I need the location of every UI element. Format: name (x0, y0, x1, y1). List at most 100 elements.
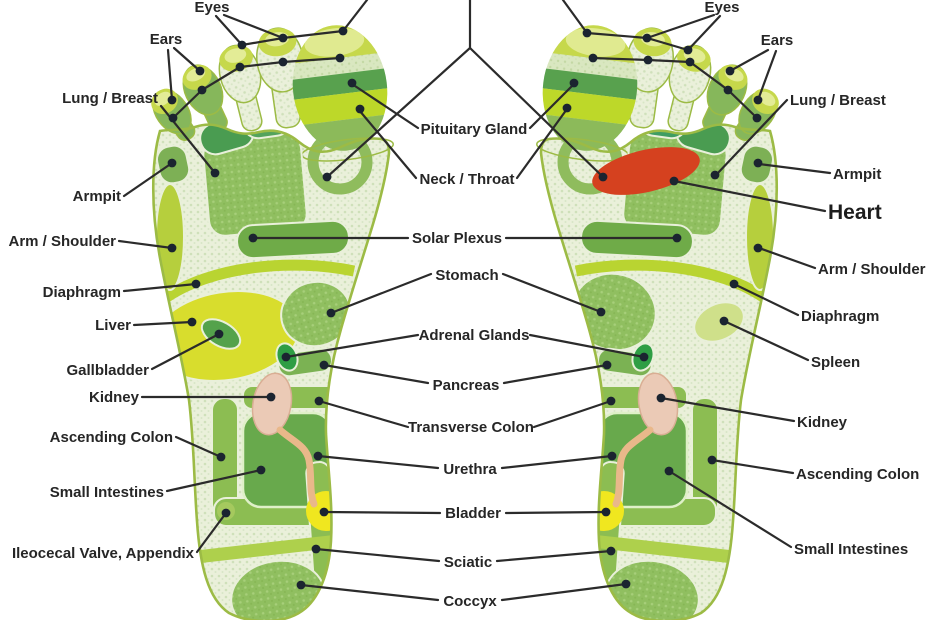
leader-line (756, 49, 778, 102)
leader-polyline (468, 46, 605, 179)
reflex-point-dot (197, 85, 207, 95)
neck-throat-band (289, 87, 395, 127)
arm-shoulder-zone-left (155, 183, 185, 291)
reflex-point-dot (602, 360, 612, 370)
leader-line (284, 333, 420, 359)
label-ears-left: Ears (150, 31, 183, 48)
left-foot-zones (153, 124, 356, 620)
reflex-point-dot (752, 113, 762, 123)
label-diaphragm-right: Diaphragm (801, 308, 879, 325)
reflex-point-dot (669, 176, 679, 186)
reflex-point-dot (664, 466, 674, 476)
reflex-point-dot (296, 580, 306, 590)
reflex-point-dot (582, 28, 592, 38)
reflex-point-dot (643, 55, 653, 65)
leader-line (299, 583, 440, 602)
leader-line (561, 0, 589, 35)
leader-line (122, 161, 174, 198)
left-foot (151, 19, 395, 620)
ureter-tube-left (276, 426, 318, 508)
reflex-point-dot (639, 352, 649, 362)
leader-line (322, 510, 442, 515)
ureter-tube-right (612, 426, 654, 508)
label-pancreas: Pancreas (433, 377, 500, 394)
leader-line (122, 282, 198, 293)
label-neck-throat: Neck / Throat (419, 171, 514, 188)
leader-lines-and-points (117, 0, 832, 602)
leader-line (667, 469, 793, 549)
leader-line (316, 454, 440, 470)
leader-line (317, 399, 410, 429)
label-pituitary-gland: Pituitary Gland (421, 121, 528, 138)
label-small-intestines-right: Small Intestines (794, 541, 908, 558)
leader-line (501, 272, 603, 314)
toe-cap-highlight (224, 48, 247, 63)
leader-line (528, 333, 646, 359)
third-toe (667, 44, 712, 132)
reflex-point-dot (672, 233, 682, 243)
reflex-point-dot (355, 104, 365, 114)
reflex-point-dot (313, 451, 323, 461)
leader-line (314, 547, 441, 563)
reflex-point-dot (167, 243, 177, 253)
label-kidney-right: Kidney (797, 414, 848, 431)
leader-line (722, 319, 810, 362)
reflex-point-dot (707, 455, 717, 465)
label-gallbladder: Gallbladder (66, 362, 149, 379)
leader-line (757, 162, 832, 175)
leader-line (714, 98, 789, 177)
reflex-point-dot (588, 53, 598, 63)
reflex-point-dot (237, 40, 247, 50)
solar-plexus-zone-left (236, 219, 350, 260)
reflex-point-dot (753, 95, 763, 105)
label-eyes-left: Eyes (194, 0, 229, 16)
leader-line (341, 0, 369, 33)
leader-line (172, 46, 202, 73)
reflex-point-dot (683, 45, 693, 55)
big-toe (285, 19, 395, 157)
leader-line (672, 179, 827, 213)
pituitary-band (286, 67, 393, 101)
spleen-zone (693, 301, 745, 343)
reflex-point-dot (281, 352, 291, 362)
label-liver: Liver (95, 317, 131, 334)
reflex-point-dot (710, 170, 720, 180)
leader-line (528, 82, 576, 130)
reflex-point-dot (216, 452, 226, 462)
label-armpit-right: Armpit (833, 166, 881, 183)
label-small-intestines-left: Small Intestines (50, 484, 164, 501)
leader-line (502, 363, 609, 385)
label-bladder: Bladder (445, 505, 501, 522)
leader-line (728, 48, 770, 73)
leader-line (117, 239, 174, 250)
reflex-point-dot (725, 66, 735, 76)
leader-line (686, 14, 722, 52)
leader-line (165, 468, 263, 493)
leader-line (710, 458, 795, 475)
label-heart: Heart (828, 201, 882, 224)
reflex-point-dot (187, 317, 197, 327)
reflex-point-dot (214, 329, 224, 339)
reflex-point-dot (753, 158, 763, 168)
toe-cap-highlight (304, 27, 365, 57)
label-ears-right: Ears (761, 32, 794, 49)
label-lung-breast-left: Lung / Breast (62, 90, 158, 107)
reflex-point-dot (167, 158, 177, 168)
reflex-point-dot (601, 507, 611, 517)
leader-line (500, 582, 628, 602)
reflex-point-dot (562, 103, 572, 113)
label-kidney-left: Kidney (89, 389, 140, 406)
leader-line (732, 282, 800, 317)
pituitary-band (537, 67, 644, 101)
label-arm-shoulder-right: Arm / Shoulder (818, 261, 926, 278)
label-adrenal-glands: Adrenal Glands (419, 327, 530, 344)
leader-line (495, 549, 613, 563)
label-sciatic: Sciatic (444, 554, 492, 571)
reflex-point-dot (311, 544, 321, 554)
reflex-point-dot (606, 546, 616, 556)
label-eyes-right: Eyes (704, 0, 739, 16)
leader-line (166, 48, 174, 102)
reflex-point-dot (723, 85, 733, 95)
